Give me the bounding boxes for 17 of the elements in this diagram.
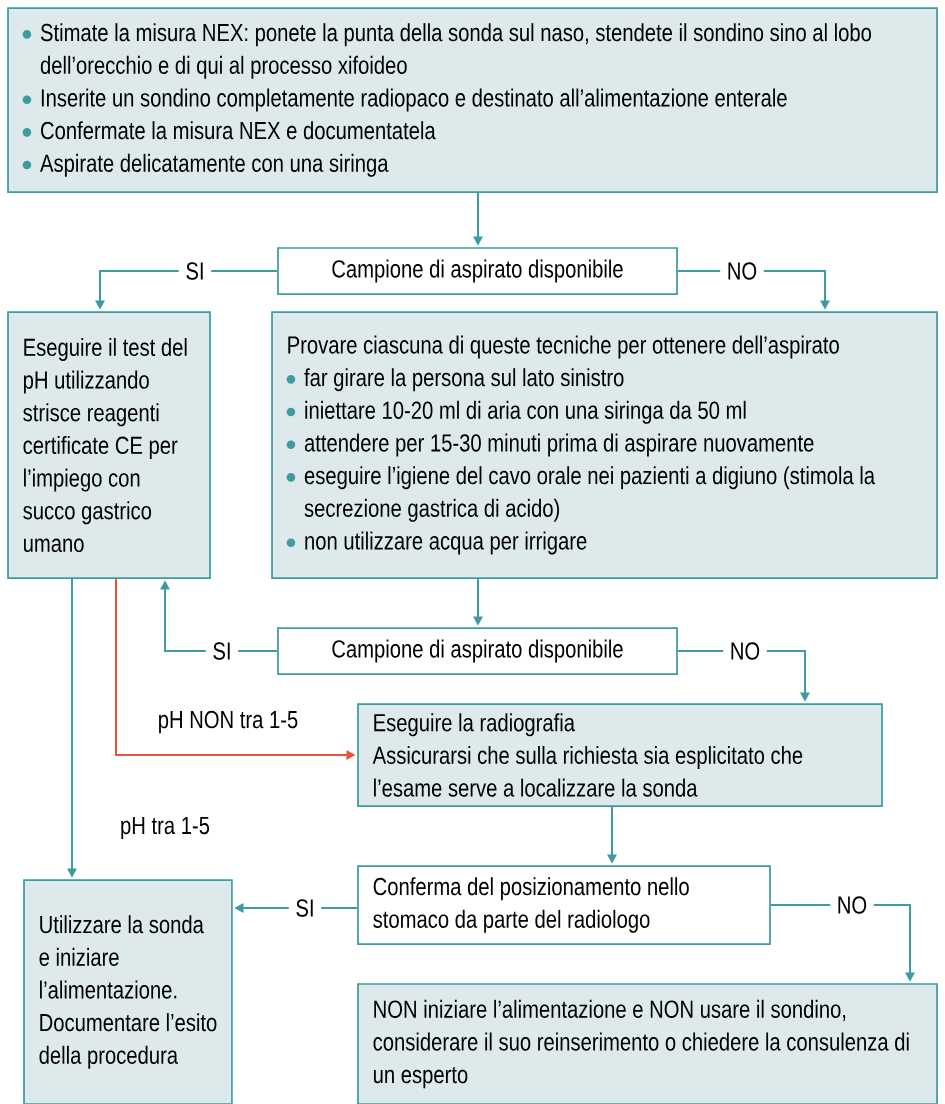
process-box: Conferma del posizionamento nello stomaco da parte del radiologo [357,865,771,945]
process-box: Campione di aspirato disponibile [277,247,678,295]
edge-label: SI [205,635,239,667]
process-box: Stimate la misura NEX: ponete la punta della sonda sul naso, stendete il sondino sino al lobo dell’orecchio e di qui al processo xifoideo Inserite un sondino completamente radiopaco e destinato all’alimentazione enterale Confermate la misura NEX e documentatela Aspirate delicatamente con una siringa [7,7,938,193]
edge-label: SI [288,892,322,924]
process-box: Provare ciascuna di queste tecniche per ottenere dell’aspirato far girare la persona sul lato sinistro iniettare 10-20 ml di aria con una siringa da 50 ml attendere per 15-30 minuti prima di aspirare nuovamente eseguire l’igiene del cavo orale nei pazienti a digiuno (stimola la secrezione gastrica di acido) non utilizzare acqua per irrigare [271,311,938,579]
edge-label: NO [720,255,764,287]
process-box: Utilizzare la sonda e iniziare l’alimentazione. Documentare l’esito della procedura [23,879,233,1104]
edge-label: pH tra 1-5 [113,810,217,846]
process-box: Eseguire il test del pH utilizzando strisce reagenti certificate CE per l’impiego con succo gastrico umano [7,311,211,579]
process-box: NON iniziare l’alimentazione e NON usare il sondino, considerare il suo reinserimento o chiedere la consulenza di un esperto [357,983,938,1104]
process-box: Eseguire la radiografia Assicurarsi che sulla richiesta sia esplicitato che l’esame serve a localizzare la sonda [357,703,883,807]
edge-label: NO [830,889,874,921]
edge-label: NO [723,635,767,667]
edge-label: SI [178,255,212,287]
process-box: Campione di aspirato disponibile [277,627,678,675]
edge-label: pH NON tra 1-5 [159,710,298,734]
